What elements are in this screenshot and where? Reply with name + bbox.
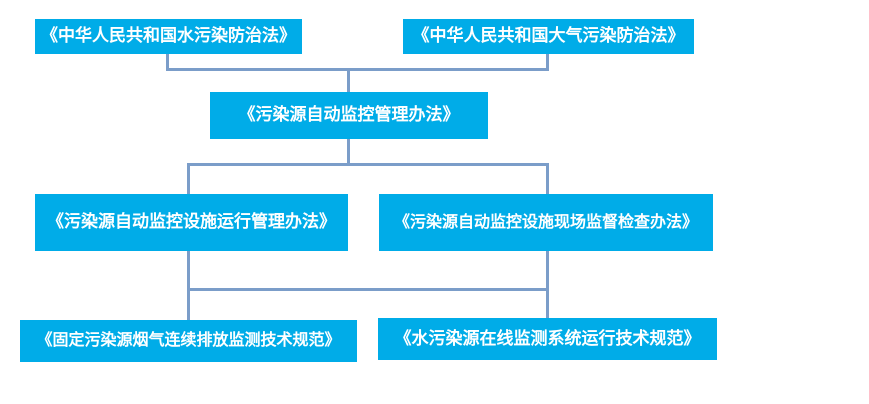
connector-left-to-flue-gas bbox=[187, 251, 190, 321]
connector-level3-crossbar bbox=[187, 288, 549, 291]
connector-to-onsite-insp bbox=[546, 166, 549, 195]
connector-to-facility-op bbox=[187, 166, 190, 195]
connector-level2-crossbar bbox=[187, 163, 549, 166]
node-water-online-monitoring-spec: 《水污染源在线监测系统运行技术规范》 bbox=[378, 318, 717, 360]
node-flue-gas-cems-spec: 《固定污染源烟气连续排放监测技术规范》 bbox=[20, 320, 357, 362]
connector-level1-crossbar bbox=[166, 68, 549, 71]
connector-air-law-drop bbox=[546, 54, 549, 71]
node-facility-operation-measures: 《污染源自动监控设施运行管理办法》 bbox=[35, 194, 348, 251]
connector-right-to-water-spec bbox=[546, 251, 549, 319]
connector-auto-mgmt-drop bbox=[347, 139, 350, 166]
node-onsite-inspection-measures: 《污染源自动监控设施现场监督检查办法》 bbox=[379, 194, 713, 251]
connector-to-auto-mgmt bbox=[347, 71, 350, 93]
connector-water-law-drop bbox=[166, 54, 169, 71]
node-auto-monitoring-measures: 《污染源自动监控管理办法》 bbox=[210, 92, 488, 139]
node-air-pollution-law: 《中华人民共和国大气污染防治法》 bbox=[403, 19, 694, 54]
node-water-pollution-law: 《中华人民共和国水污染防治法》 bbox=[35, 19, 302, 54]
